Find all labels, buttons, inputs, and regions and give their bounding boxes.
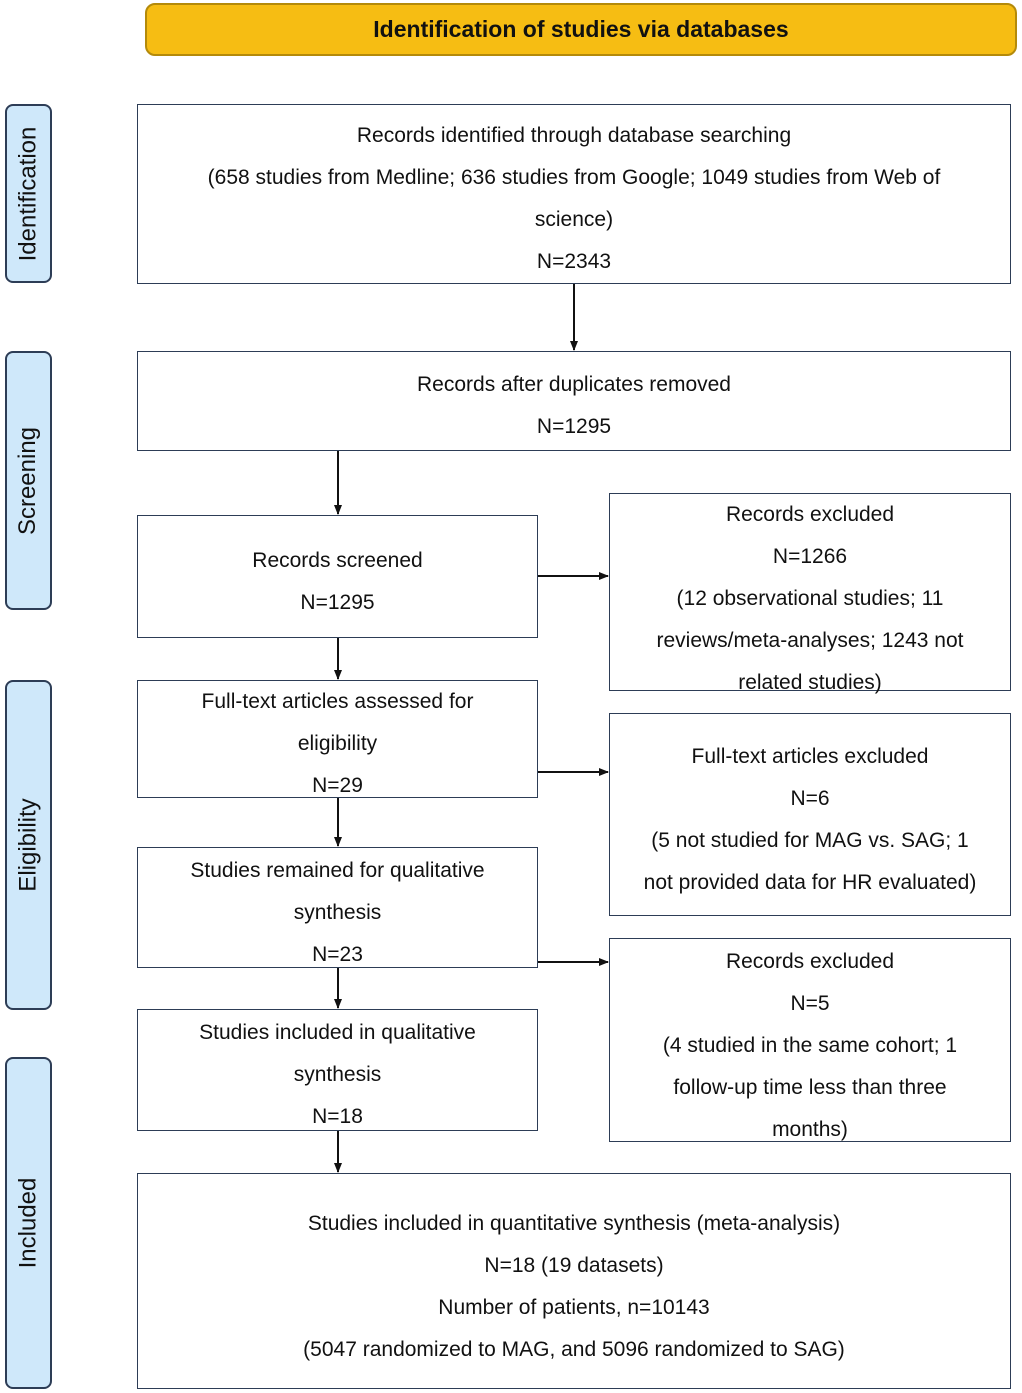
box-line: N=1295 [536, 415, 612, 438]
box-fulltext-assessed: Full-text articles assessed for eligibil… [137, 680, 538, 798]
flow-header-title: Identification of studies via databases [373, 16, 789, 42]
phase-included-label: Included [14, 1177, 42, 1269]
box-line: (5 not studied for MAG vs. SAG; 1 [651, 829, 969, 852]
phase-identification: Identification [5, 104, 52, 283]
phase-screening: Screening [5, 351, 52, 610]
box-records-excluded: Records excluded N=1266 (12 observationa… [609, 493, 1011, 694]
box-records-deduplicated: Records after duplicates removed N=1295 [137, 351, 1011, 451]
box-line: Full-text articles excluded [691, 745, 929, 768]
box-quantitative-included: Studies included in quantitative synthes… [137, 1173, 1011, 1389]
box-records-identified: Records identified through database sear… [137, 104, 1011, 284]
box-line: Number of patients, n=10143 [438, 1296, 710, 1319]
box-line: Studies included in qualitative [199, 1021, 476, 1044]
box-line: synthesis [293, 901, 382, 924]
box-line: not provided data for HR evaluated) [643, 871, 977, 894]
box-line: months) [772, 1118, 848, 1141]
box-line: Records identified through database sear… [356, 124, 792, 147]
box-records-screened: Records screened N=1295 [137, 515, 538, 638]
box-line: science) [534, 208, 614, 231]
box-line: N=2343 [536, 250, 612, 273]
box-line: (4 studied in the same cohort; 1 [662, 1034, 958, 1057]
box-line: (658 studies from Medline; 636 studies f… [207, 166, 941, 189]
box-line: N=1295 [300, 591, 375, 614]
box-line: synthesis [293, 1063, 382, 1086]
phase-eligibility-label: Eligibility [14, 798, 42, 892]
box-qualitative-included: Studies included in qualitative synthesi… [137, 1009, 538, 1131]
box-line: Records excluded [725, 950, 895, 973]
box-line: related studies) [738, 671, 882, 694]
phase-identification-label: Identification [14, 126, 42, 261]
box-line: N=1266 [772, 545, 848, 568]
box-fulltext-excluded: Full-text articles excluded N=6 (5 not s… [609, 713, 1011, 916]
box-line: (5047 randomized to MAG, and 5096 random… [303, 1338, 845, 1361]
phase-included: Included [5, 1057, 52, 1389]
box-line: Records screened [252, 549, 423, 572]
box-line: N=23 [312, 943, 363, 966]
box-records-excluded-cohort: Records excluded N=5 (4 studied in the s… [609, 938, 1011, 1142]
box-line: Studies included in quantitative synthes… [307, 1212, 841, 1235]
phase-eligibility: Eligibility [5, 680, 52, 1010]
box-line: N=6 [790, 787, 830, 810]
box-line: N=5 [790, 992, 830, 1015]
box-line: (12 observational studies; 11 [676, 587, 944, 610]
box-line: N=18 (19 datasets) [484, 1254, 664, 1277]
flow-header: Identification of studies via databases [145, 3, 1017, 56]
box-line: N=18 [312, 1105, 363, 1128]
box-line: reviews/meta-analyses; 1243 not [656, 629, 964, 652]
box-line: follow-up time less than three [673, 1076, 947, 1099]
box-qualitative-remained: Studies remained for qualitative synthes… [137, 847, 538, 968]
box-line: N=29 [312, 774, 363, 797]
phase-screening-label: Screening [14, 426, 42, 535]
box-line: Records after duplicates removed [417, 373, 731, 396]
box-line: Studies remained for qualitative [190, 859, 485, 882]
box-line: Full-text articles assessed for [201, 690, 474, 713]
box-line: eligibility [297, 732, 378, 755]
box-line: Records excluded [725, 503, 895, 526]
